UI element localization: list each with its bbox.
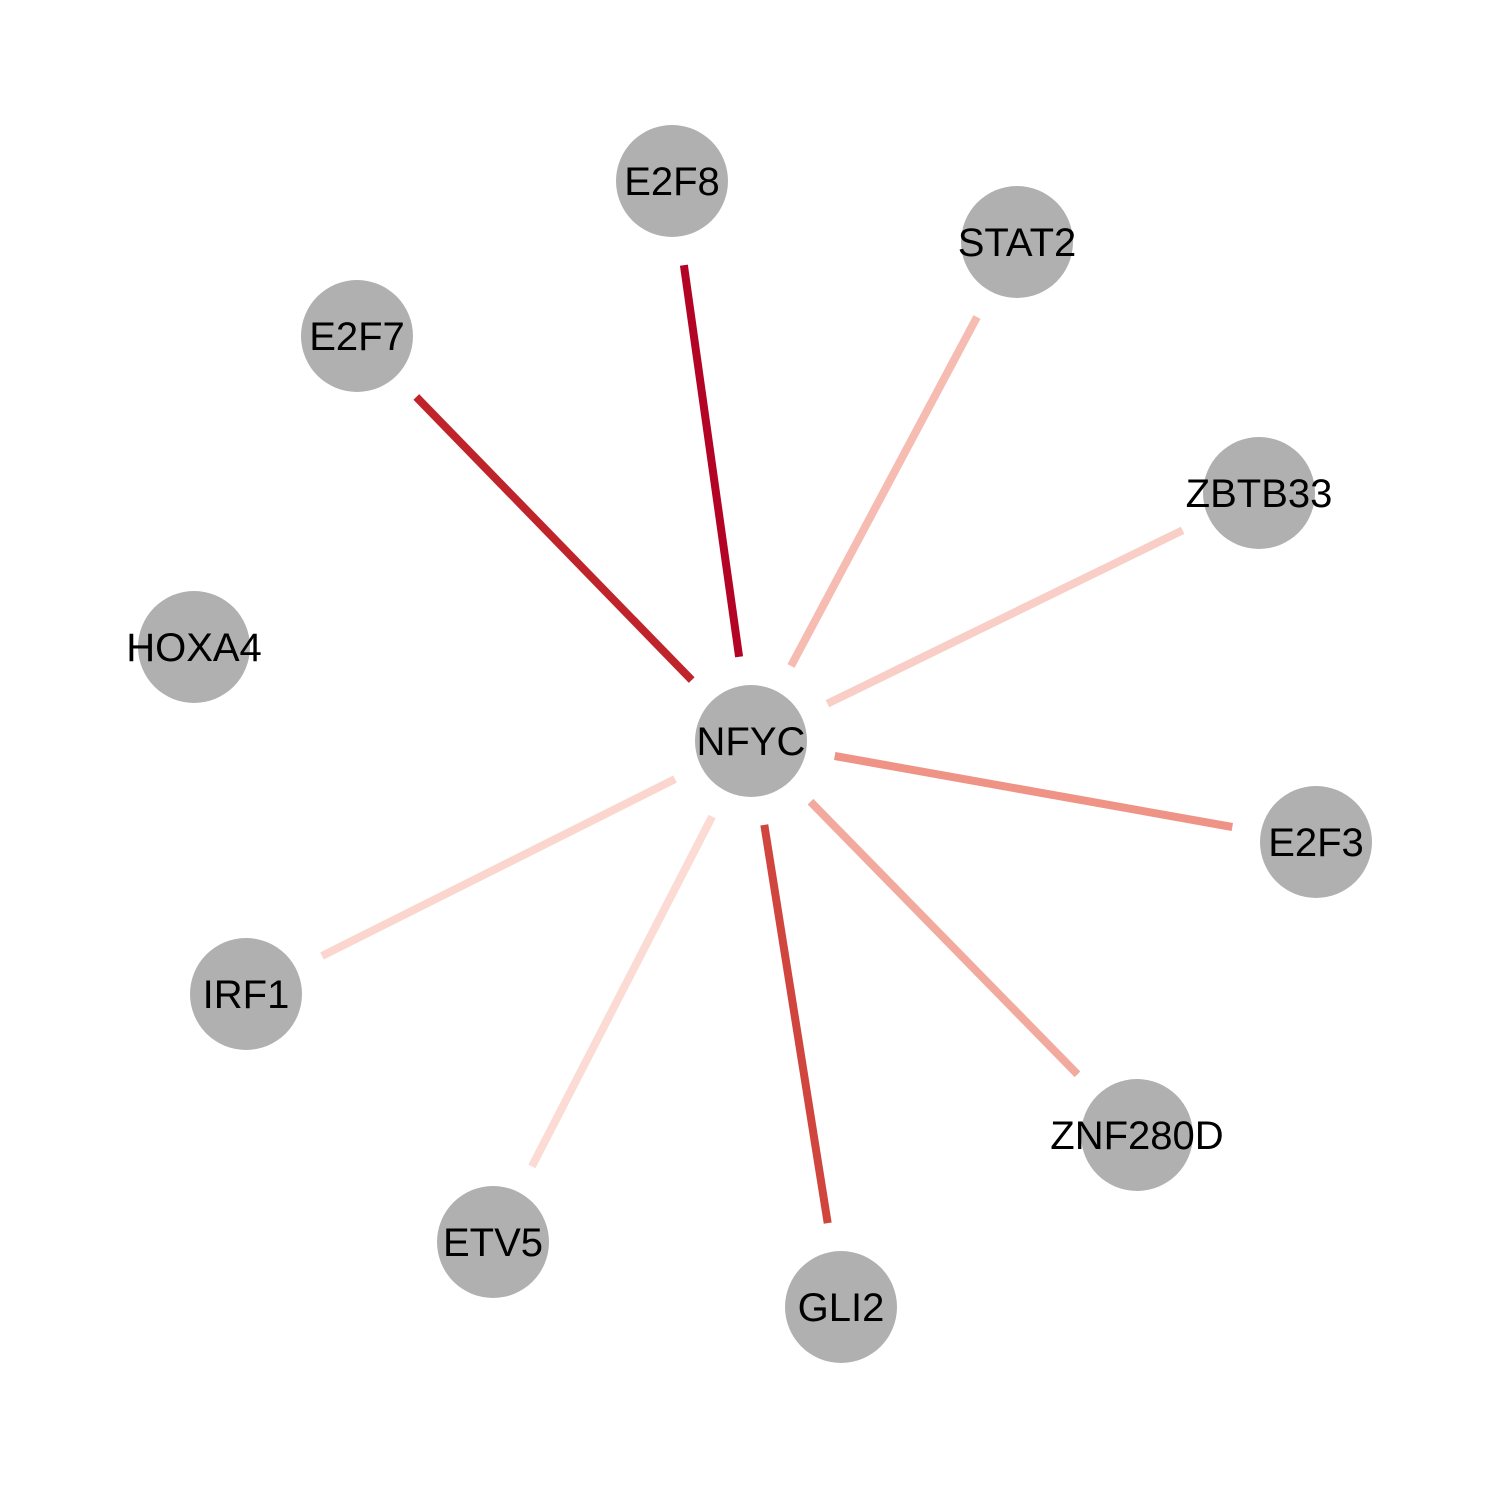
edge-layer — [320, 264, 1234, 1224]
edge-nfyc-gli2 — [760, 824, 832, 1224]
node-irf1: IRF1 — [190, 938, 302, 1050]
edge-nfyc-irf1 — [320, 775, 677, 960]
edge-nfyc-e2f3 — [833, 752, 1234, 831]
edge-nfyc-stat2 — [787, 315, 981, 668]
node-label: ZBTB33 — [1186, 472, 1333, 516]
node-e2f3: E2F3 — [1260, 786, 1372, 898]
node-etv5: ETV5 — [437, 1186, 549, 1298]
node-label: HOXA4 — [126, 626, 262, 670]
node-circle — [1081, 1079, 1193, 1191]
node-e2f7: E2F7 — [301, 280, 413, 392]
node-label: ETV5 — [443, 1221, 543, 1265]
edge-nfyc-e2f8 — [679, 264, 744, 658]
node-label: GLI2 — [798, 1286, 885, 1330]
edge-nfyc-zbtb33 — [825, 526, 1185, 708]
node-circle — [961, 186, 1073, 298]
node-gli2: GLI2 — [785, 1251, 897, 1363]
node-circle — [695, 685, 807, 797]
node-znf280d: ZNF280D — [1050, 1079, 1224, 1191]
node-circle — [1203, 437, 1315, 549]
node-circle — [437, 1186, 549, 1298]
node-zbtb33: ZBTB33 — [1186, 437, 1333, 549]
node-label: IRF1 — [203, 973, 290, 1017]
node-hoxa4: HOXA4 — [126, 591, 262, 703]
node-label: E2F3 — [1268, 821, 1364, 865]
node-circle — [1260, 786, 1372, 898]
edge-nfyc-znf280d — [807, 798, 1081, 1078]
node-stat2: STAT2 — [958, 186, 1077, 298]
node-circle — [190, 938, 302, 1050]
node-circle — [616, 125, 728, 237]
node-layer: NFYC E2F8STAT2E2F7ZBTB33HOXA4E2F3IRF1ZNF2… — [126, 125, 1372, 1363]
node-nfyc: NFYC — [695, 685, 807, 797]
node-label: ZNF280D — [1050, 1114, 1223, 1158]
edge-nfyc-etv5 — [528, 814, 716, 1169]
node-e2f8: E2F8 — [616, 125, 728, 237]
node-label: E2F7 — [309, 315, 405, 359]
node-circle — [138, 591, 250, 703]
node-label: STAT2 — [958, 221, 1077, 265]
node-circle — [785, 1251, 897, 1363]
node-label: NFYC — [697, 720, 806, 764]
node-label: E2F8 — [624, 160, 720, 204]
edge-nfyc-e2f7 — [413, 394, 695, 683]
node-circle — [301, 280, 413, 392]
